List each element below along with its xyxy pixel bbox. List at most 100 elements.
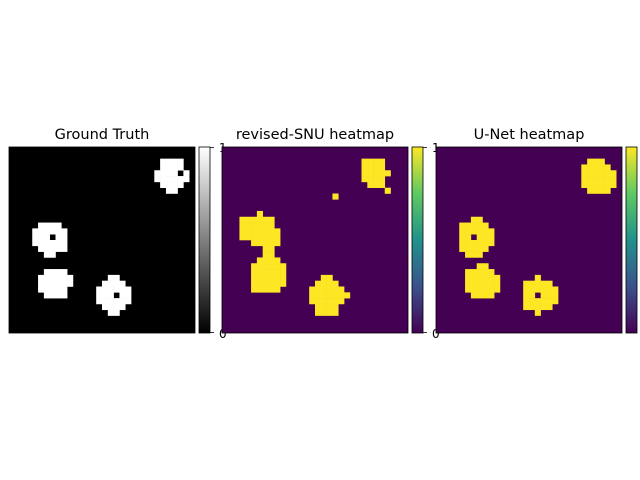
heatmap-cell bbox=[113, 303, 120, 311]
heatmap-cell bbox=[315, 309, 322, 316]
heatmap-cell bbox=[239, 216, 246, 223]
heatmap-cell bbox=[171, 187, 178, 194]
heatmap-cell bbox=[494, 286, 501, 293]
heatmap-cell bbox=[96, 286, 103, 293]
heatmap-cell bbox=[378, 164, 386, 171]
heatmap-cell bbox=[587, 176, 594, 183]
heatmap-cell bbox=[245, 216, 252, 223]
heatmap-cell bbox=[55, 228, 62, 235]
heatmap-cell bbox=[592, 176, 600, 183]
heatmap-cell bbox=[320, 309, 327, 316]
heatmap-cell bbox=[113, 298, 120, 305]
colorbar-gradient bbox=[625, 146, 638, 334]
heatmap-cell bbox=[268, 240, 275, 247]
panel-title-unet: U-Net heatmap bbox=[474, 127, 585, 143]
heatmap-cell bbox=[332, 286, 339, 293]
heatmap-cell bbox=[315, 292, 322, 299]
heatmap-cell bbox=[55, 234, 62, 241]
heatmap-cell bbox=[465, 280, 472, 287]
heatmap-cell bbox=[326, 292, 333, 299]
heatmap-cell bbox=[113, 309, 120, 316]
colorbar-gradient bbox=[411, 146, 424, 334]
heatmap-cell bbox=[61, 234, 68, 241]
heatmap-cell bbox=[338, 298, 345, 305]
heatmap-cell bbox=[465, 286, 472, 293]
heatmap-cell bbox=[67, 274, 74, 281]
heatmap-cell bbox=[546, 298, 553, 305]
heatmap-cell bbox=[470, 292, 477, 299]
heatmap-cell bbox=[476, 263, 483, 270]
heatmap-cell bbox=[177, 181, 184, 188]
heatmap-frame bbox=[221, 146, 409, 334]
heatmap-cell bbox=[361, 170, 368, 177]
heatmap-cell bbox=[55, 286, 62, 293]
heatmap-cell bbox=[171, 164, 178, 171]
heatmap-cell bbox=[459, 234, 466, 241]
heatmap-cell bbox=[177, 164, 184, 171]
heatmap-cell bbox=[262, 240, 269, 247]
heatmap-cell bbox=[165, 164, 173, 171]
heatmap-cell bbox=[274, 269, 281, 276]
heatmap-cell bbox=[482, 234, 489, 241]
heatmap-cell bbox=[113, 274, 120, 281]
heatmap-cell bbox=[587, 158, 594, 165]
heatmap-cell bbox=[581, 170, 588, 177]
heatmap-cell bbox=[177, 176, 184, 183]
heatmap-cell bbox=[256, 216, 263, 223]
heatmap-cell bbox=[373, 170, 380, 177]
panel-ground-truth: Ground Truth 1 0 bbox=[8, 127, 227, 341]
heatmap-cell bbox=[459, 245, 466, 252]
heatmap-cell bbox=[598, 164, 605, 171]
heatmap-cell bbox=[470, 269, 477, 276]
heatmap-cell bbox=[465, 222, 472, 229]
heatmap-cell bbox=[476, 286, 483, 293]
heatmap-cell bbox=[546, 280, 553, 287]
heatmap-cell bbox=[488, 240, 495, 247]
heatmap-cell bbox=[274, 263, 281, 270]
heatmap-cell bbox=[61, 274, 68, 281]
heatmap-cell bbox=[268, 228, 275, 235]
heatmap-cell bbox=[320, 292, 327, 299]
heatmap-cell bbox=[476, 292, 483, 299]
heatmap-revised-snu bbox=[221, 146, 409, 334]
heatmap-frame bbox=[435, 146, 623, 334]
heatmap-cell bbox=[55, 274, 62, 281]
heatmap-cell bbox=[470, 280, 477, 287]
heatmap-cell bbox=[154, 176, 161, 183]
heatmap-cell bbox=[251, 269, 258, 276]
heatmap-cell bbox=[165, 181, 173, 188]
heatmap-cell bbox=[113, 286, 120, 293]
heatmap-cell bbox=[125, 292, 132, 299]
heatmap-cell bbox=[43, 222, 50, 229]
heatmap-cell bbox=[38, 222, 45, 229]
heatmap-cell bbox=[476, 245, 483, 252]
heatmap-cell bbox=[592, 164, 600, 171]
heatmap-cell bbox=[476, 251, 483, 258]
heatmap-cell bbox=[465, 234, 472, 241]
heatmap-cell bbox=[373, 181, 380, 188]
heatmap-cell bbox=[55, 280, 62, 287]
heatmap-cell bbox=[49, 292, 56, 299]
heatmap-cell bbox=[268, 245, 275, 252]
heatmap-cell bbox=[49, 269, 56, 276]
heatmap-cell bbox=[171, 170, 178, 177]
heatmap-cell bbox=[43, 280, 50, 287]
heatmap-cell bbox=[488, 274, 495, 281]
heatmap-cell bbox=[251, 240, 258, 247]
heatmap-cell bbox=[604, 187, 611, 194]
heatmap-cell bbox=[592, 187, 600, 194]
heatmap-cell bbox=[361, 164, 368, 171]
heatmap-cell bbox=[373, 164, 380, 171]
heatmap-cell bbox=[165, 176, 173, 183]
heatmap-cell bbox=[610, 176, 617, 183]
heatmap-cell bbox=[38, 240, 45, 247]
heatmap-cell bbox=[384, 187, 391, 194]
heatmap-cell bbox=[470, 216, 477, 223]
heatmap-cell bbox=[245, 234, 252, 241]
heatmap-cell bbox=[604, 170, 611, 177]
heatmap-cell bbox=[581, 176, 588, 183]
heatmap-cell bbox=[262, 269, 269, 276]
heatmap-cell bbox=[102, 280, 109, 287]
heatmap-cell bbox=[332, 280, 339, 287]
heatmap-cell bbox=[373, 176, 380, 183]
